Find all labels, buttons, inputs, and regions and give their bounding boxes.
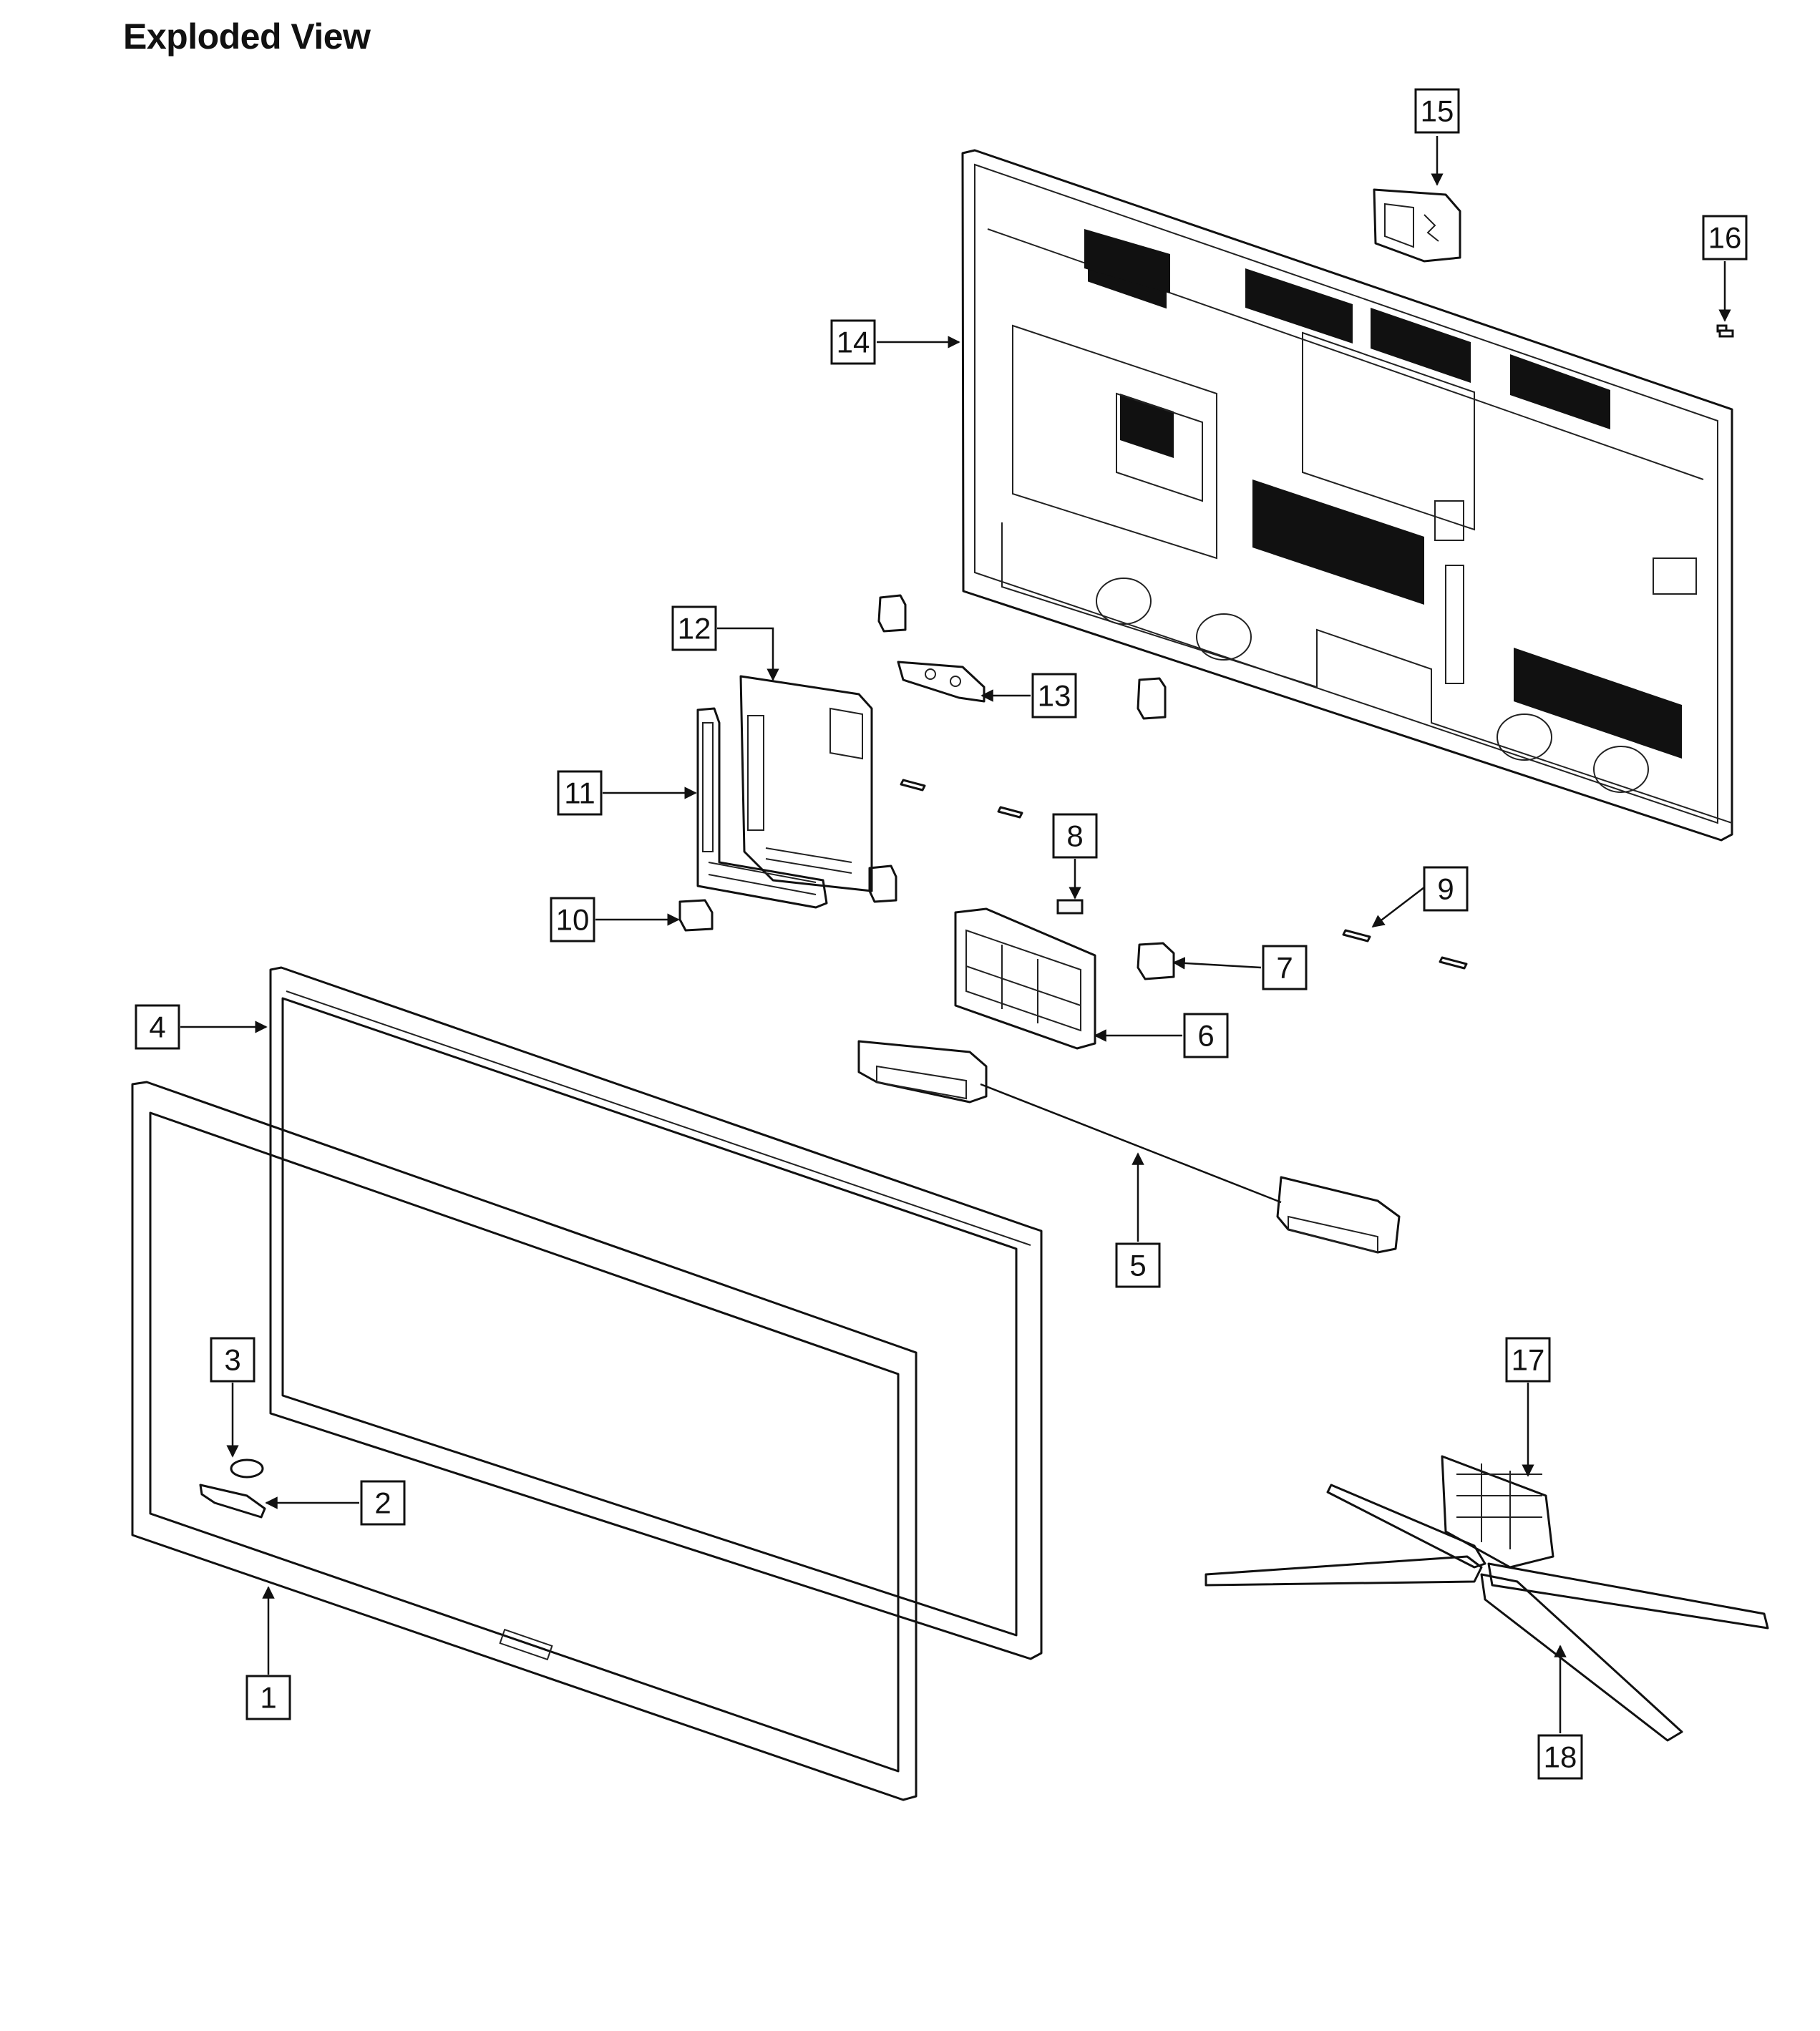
callout-10: 10 bbox=[550, 897, 680, 943]
svg-text:12: 12 bbox=[678, 612, 711, 646]
front-bezel-part bbox=[131, 1081, 918, 1801]
callout-7: 7 bbox=[1172, 945, 1308, 990]
svg-text:6: 6 bbox=[1197, 1019, 1214, 1053]
callout-2: 2 bbox=[265, 1480, 406, 1526]
callout-1: 1 bbox=[245, 1586, 291, 1720]
callout-18: 18 bbox=[1537, 1645, 1583, 1780]
clips bbox=[868, 594, 1167, 903]
svg-text:4: 4 bbox=[149, 1010, 165, 1044]
svg-text:7: 7 bbox=[1276, 951, 1293, 985]
speaker-left-part bbox=[857, 1040, 988, 1104]
svg-text:9: 9 bbox=[1437, 872, 1454, 906]
part-7 bbox=[1137, 942, 1175, 980]
svg-text:10: 10 bbox=[556, 903, 590, 937]
ir-board-part bbox=[199, 1484, 266, 1519]
svg-text:5: 5 bbox=[1129, 1249, 1146, 1282]
part-8 bbox=[1056, 899, 1084, 915]
svg-text:15: 15 bbox=[1421, 94, 1454, 128]
callout-3: 3 bbox=[210, 1337, 256, 1458]
callout-15: 15 bbox=[1414, 88, 1460, 186]
svg-text:2: 2 bbox=[374, 1486, 391, 1520]
callout-13: 13 bbox=[980, 673, 1077, 719]
jack-cover-part bbox=[1373, 188, 1461, 263]
main-board-part bbox=[739, 675, 873, 892]
svg-text:8: 8 bbox=[1066, 819, 1083, 853]
function-board-part bbox=[897, 661, 986, 703]
callout-11: 11 bbox=[557, 770, 697, 816]
svg-text:1: 1 bbox=[260, 1681, 276, 1715]
small-bracket-part bbox=[678, 899, 714, 932]
callout-8: 8 bbox=[1052, 813, 1098, 900]
page-title: Exploded View bbox=[123, 16, 371, 57]
stand-bracket-part bbox=[954, 907, 1096, 1050]
speaker-right-part bbox=[1276, 1176, 1401, 1254]
button-part bbox=[230, 1458, 264, 1479]
rear-cover-part bbox=[961, 149, 1733, 842]
side-board-part bbox=[696, 707, 828, 909]
svg-text:16: 16 bbox=[1708, 221, 1742, 255]
svg-text:18: 18 bbox=[1544, 1740, 1577, 1774]
callout-5: 5 bbox=[1115, 1152, 1161, 1288]
callout-4: 4 bbox=[135, 1004, 268, 1050]
svg-text:17: 17 bbox=[1512, 1343, 1545, 1377]
callout-16: 16 bbox=[1702, 215, 1748, 322]
svg-text:13: 13 bbox=[1038, 679, 1071, 713]
callout-12: 12 bbox=[671, 605, 779, 681]
svg-text:11: 11 bbox=[564, 776, 595, 810]
svg-text:3: 3 bbox=[224, 1343, 240, 1377]
callout-6: 6 bbox=[1094, 1013, 1229, 1058]
screw-part-16 bbox=[1716, 324, 1734, 338]
part-9 bbox=[1342, 929, 1468, 970]
callout-17: 17 bbox=[1505, 1337, 1551, 1477]
stand-base-part bbox=[1205, 1455, 1769, 1742]
svg-text:14: 14 bbox=[837, 326, 870, 359]
callout-14: 14 bbox=[830, 319, 960, 365]
callout-9: 9 bbox=[1371, 866, 1469, 928]
lcd-panel-part bbox=[269, 966, 1043, 1660]
